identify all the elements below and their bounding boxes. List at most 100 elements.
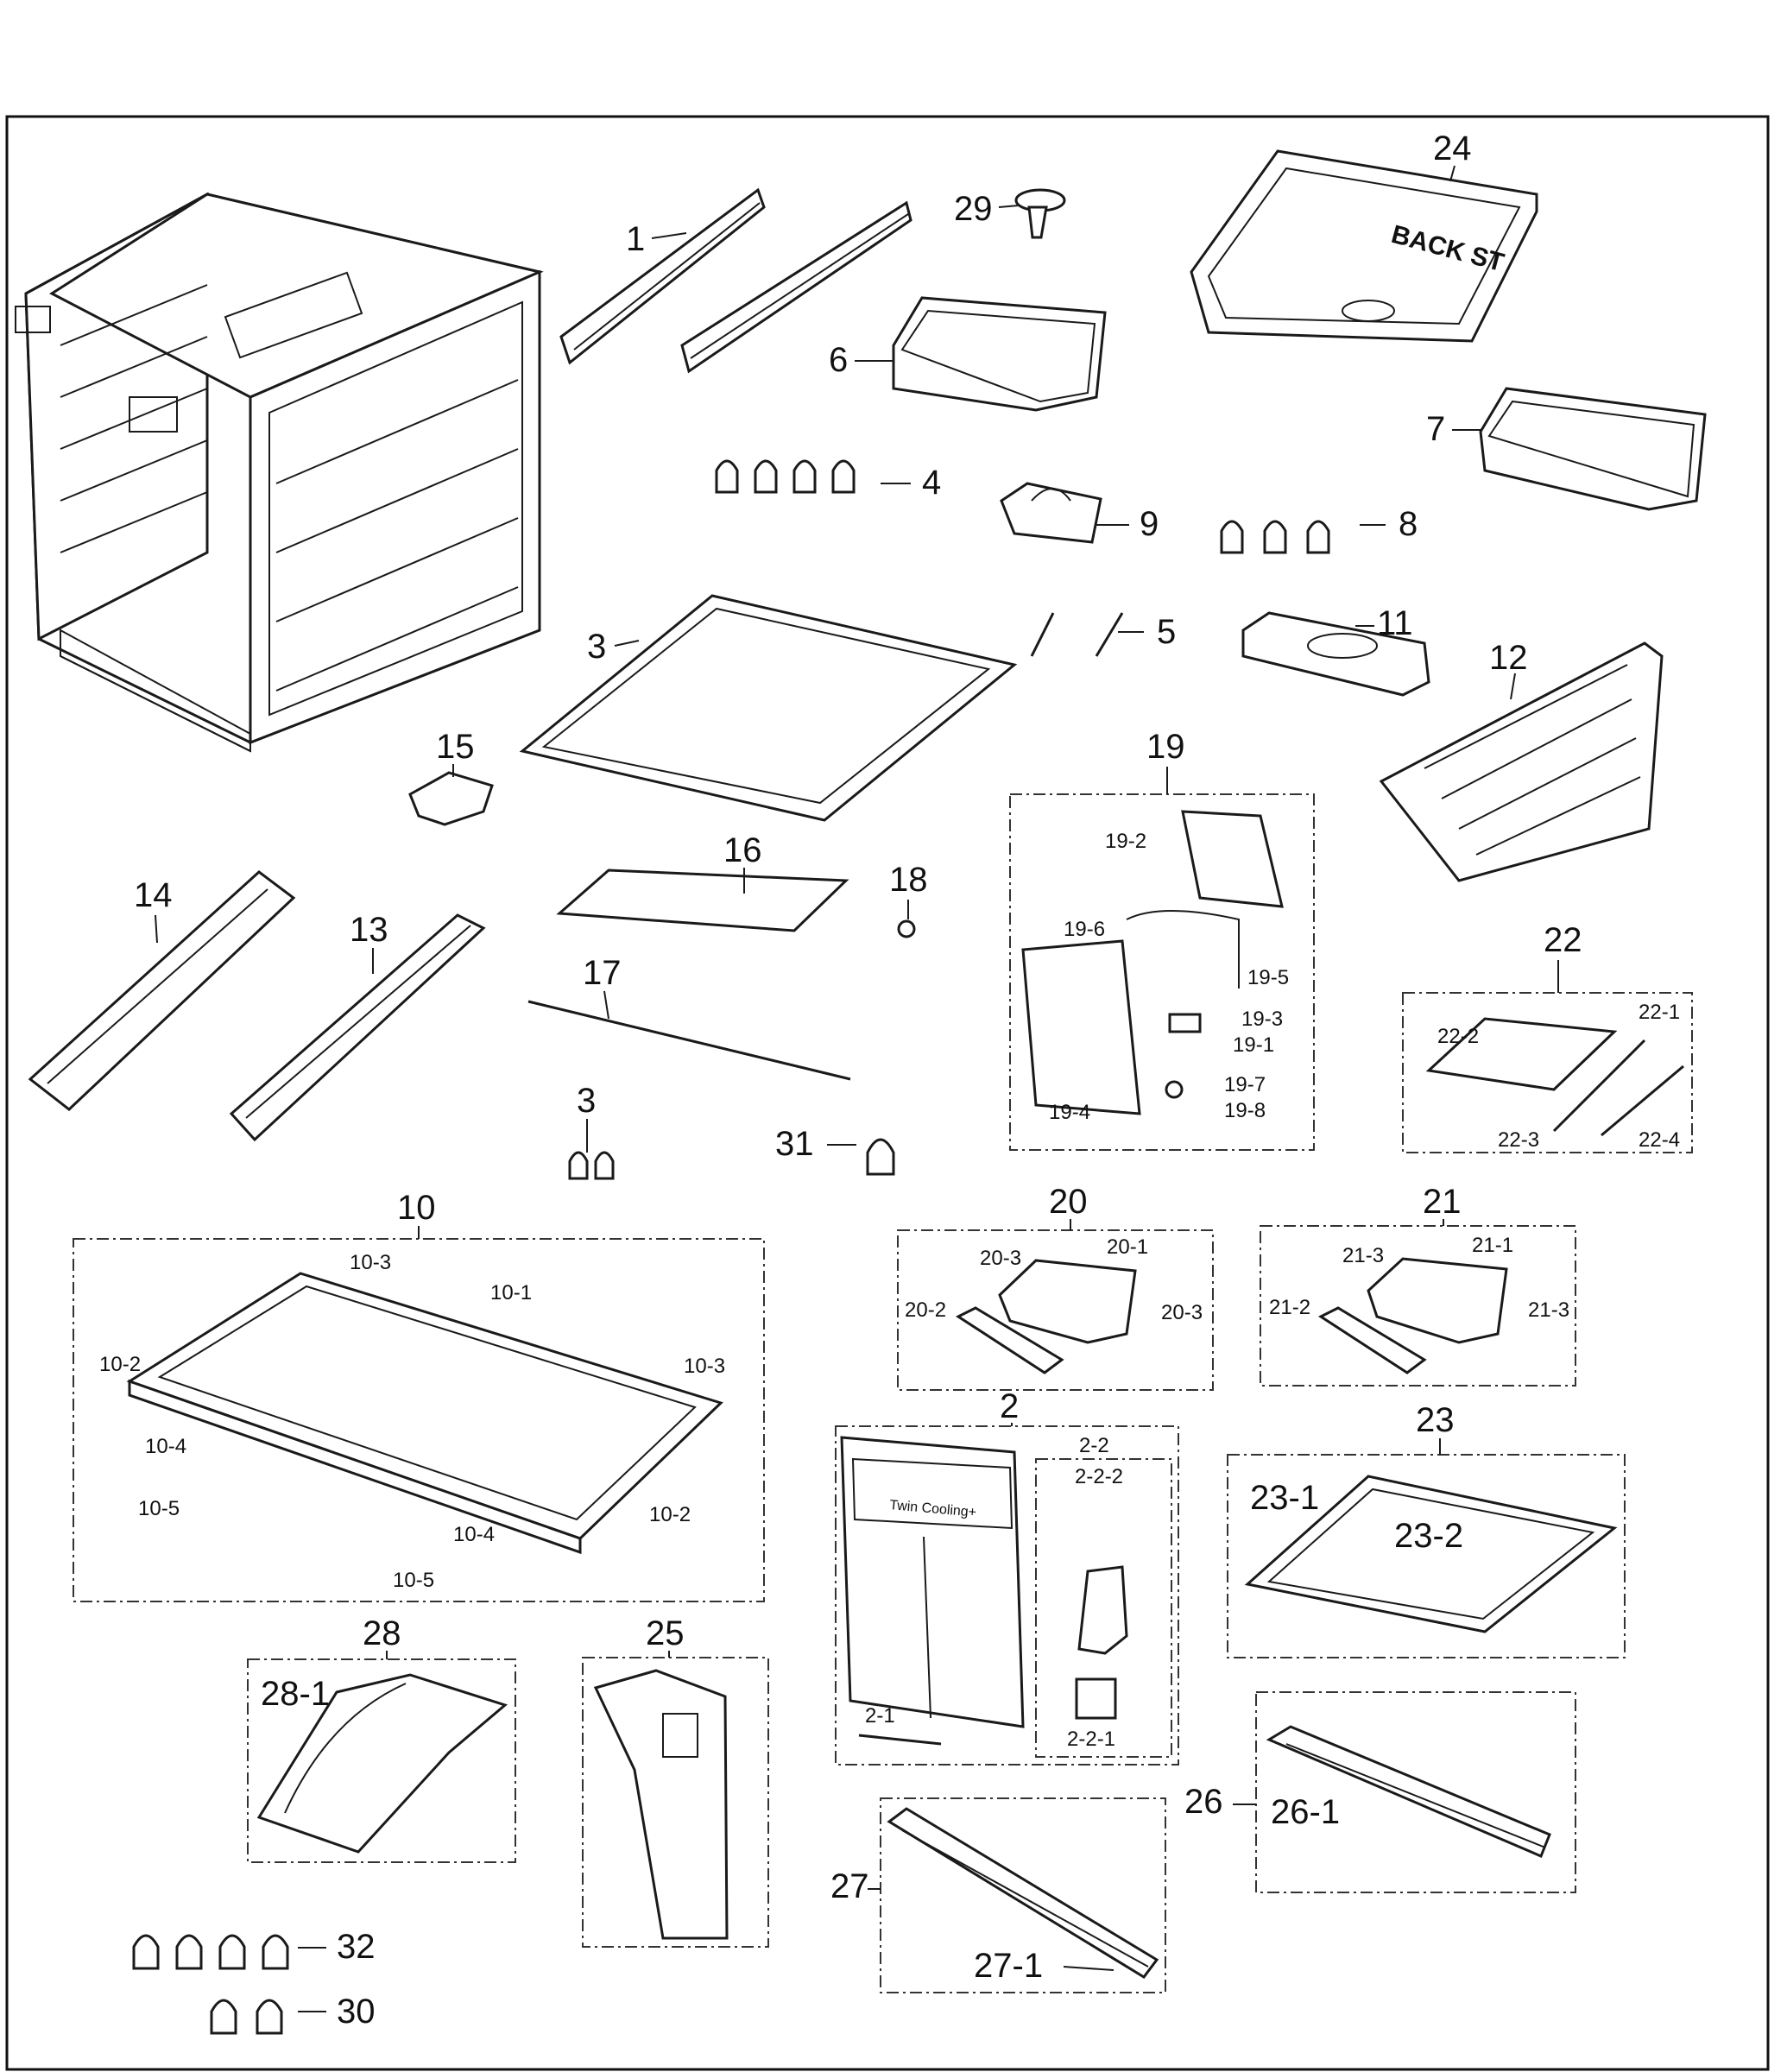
part-9-damper [1000, 482, 1102, 544]
callout-10-4-left: 10-4 [145, 1435, 186, 1458]
part-30-screws [210, 1999, 283, 2035]
part-7-tray [1479, 387, 1707, 511]
callout-3-shelf: 3 [587, 628, 606, 666]
callout-26: 26 [1184, 1783, 1223, 1821]
callout-2-2-2: 2-2-2 [1075, 1465, 1123, 1488]
callout-16: 16 [723, 831, 762, 869]
part-19-frame [1021, 810, 1284, 1115]
part-27-rail [887, 1807, 1159, 1979]
callout-19-5: 19-5 [1247, 966, 1289, 989]
callout-2-1: 2-1 [865, 1704, 895, 1728]
callout-25: 25 [646, 1614, 685, 1652]
callout-20-2: 20-2 [905, 1298, 946, 1322]
callout-32: 32 [337, 1928, 376, 1966]
part-32-screws [132, 1934, 289, 1970]
callout-23-2: 23-2 [1394, 1517, 1463, 1555]
part-3-screws [568, 1151, 615, 1180]
part-25-duct [593, 1669, 729, 1940]
callout-11: 11 [1377, 604, 1413, 642]
part-20-drawer [955, 1259, 1137, 1374]
part-18-screw [897, 919, 916, 938]
callout-19: 19 [1146, 728, 1185, 766]
callout-10-5-left: 10-5 [138, 1497, 180, 1520]
callout-10: 10 [397, 1189, 436, 1227]
group-26-box [1255, 1691, 1576, 1893]
group-21-box [1260, 1225, 1576, 1387]
callout-30: 30 [337, 1993, 376, 2031]
part-4-screws [715, 459, 856, 494]
part-12-basket [1379, 641, 1664, 882]
callout-20-3-right: 20-3 [1161, 1301, 1203, 1324]
callout-9: 9 [1140, 505, 1159, 543]
callout-7: 7 [1426, 410, 1445, 448]
callout-10-2-right: 10-2 [649, 1503, 691, 1526]
callout-10-2-left: 10-2 [99, 1353, 141, 1376]
callout-28-1: 28-1 [261, 1675, 330, 1713]
group-27-box [880, 1797, 1166, 1993]
callout-14: 14 [134, 876, 173, 914]
callout-22-2: 22-2 [1437, 1025, 1479, 1048]
diagram-border [5, 115, 1770, 2071]
callout-20-3-left: 20-3 [980, 1247, 1021, 1270]
callout-21-2: 21-2 [1269, 1296, 1310, 1319]
callout-31: 31 [775, 1125, 814, 1163]
part-24-bin: BACK ST [1190, 149, 1538, 343]
callout-20: 20 [1049, 1183, 1088, 1221]
callout-20-1: 20-1 [1107, 1235, 1148, 1259]
callout-21-3-left: 21-3 [1342, 1244, 1384, 1267]
part-10-shelf [126, 1272, 723, 1555]
group-22-box [1402, 992, 1693, 1153]
callout-19-1: 19-1 [1233, 1033, 1274, 1057]
callout-22-4: 22-4 [1639, 1128, 1680, 1152]
callout-19-8: 19-8 [1224, 1099, 1266, 1122]
callout-13: 13 [350, 911, 388, 949]
callout-19-2: 19-2 [1105, 830, 1146, 853]
callout-19-4: 19-4 [1049, 1101, 1090, 1124]
callout-27-1: 27-1 [974, 1947, 1043, 1985]
callout-19-6: 19-6 [1064, 918, 1105, 941]
callout-10-3-right: 10-3 [684, 1355, 725, 1378]
callout-2: 2 [1000, 1387, 1019, 1425]
callout-21-3-right: 21-3 [1528, 1298, 1569, 1322]
callout-10-3-top: 10-3 [350, 1251, 391, 1274]
part-14-rail [28, 870, 296, 1111]
callout-18: 18 [889, 861, 928, 899]
part-2-cover-panel: Twin Cooling+ [840, 1436, 1128, 1746]
cabinet-drawing [15, 192, 544, 753]
part-11-holder [1241, 611, 1430, 697]
part-21-drawer [1317, 1257, 1508, 1374]
part-16-cover [556, 869, 849, 932]
callout-8: 8 [1399, 505, 1418, 543]
callout-1: 1 [626, 220, 645, 258]
callout-15: 15 [436, 728, 475, 766]
callout-26-1: 26-1 [1271, 1793, 1340, 1831]
callout-2-2: 2-2 [1079, 1434, 1109, 1457]
callout-22: 22 [1544, 921, 1582, 959]
callout-3-screws: 3 [577, 1082, 596, 1120]
part-17-gasket-wire [527, 1000, 851, 1081]
part-22-shelf-kit [1425, 1017, 1684, 1137]
part-13-rail [229, 913, 486, 1142]
callout-12: 12 [1489, 639, 1528, 677]
callout-24: 24 [1433, 130, 1472, 167]
callout-19-7: 19-7 [1224, 1073, 1266, 1096]
group-25-box [582, 1657, 769, 1948]
part-3-shelf [519, 594, 1018, 822]
part-31-screw [866, 1138, 895, 1176]
group-20-box [897, 1229, 1214, 1391]
callout-6: 6 [829, 341, 848, 379]
callout-17: 17 [583, 954, 622, 992]
callout-5: 5 [1157, 613, 1176, 651]
part-1-rails [559, 187, 912, 374]
callout-21-1: 21-1 [1472, 1234, 1513, 1257]
callout-21: 21 [1423, 1183, 1462, 1221]
callout-27: 27 [830, 1867, 869, 1905]
part-29-clip [1014, 188, 1066, 239]
part-8-screws [1220, 520, 1330, 554]
group-2-box [835, 1425, 1179, 1766]
group-28-box [247, 1658, 516, 1863]
callout-2-2-1: 2-2-1 [1067, 1728, 1115, 1751]
part-23-shelf [1244, 1475, 1618, 1633]
callout-28: 28 [363, 1614, 401, 1652]
